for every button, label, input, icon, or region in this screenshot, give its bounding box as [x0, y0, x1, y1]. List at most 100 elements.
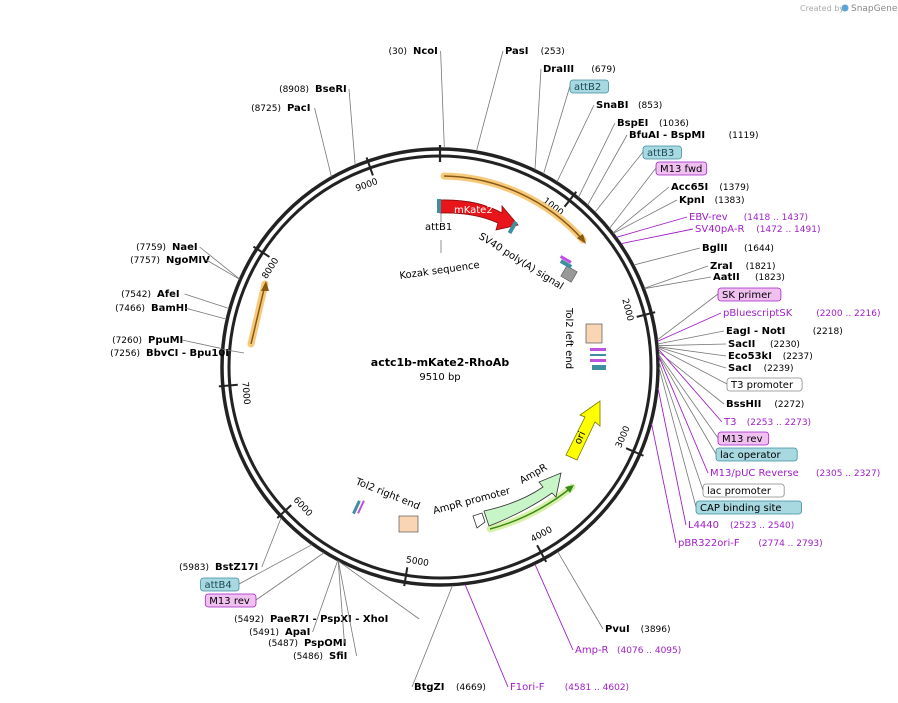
leader-line: [657, 343, 727, 347]
leader-line: [658, 355, 717, 455]
amp-orf-arc-arrow: [489, 486, 573, 530]
site-position: (5983): [179, 563, 209, 573]
site-name: PacI: [287, 103, 310, 114]
leader-line: [594, 151, 644, 213]
tol2-left-label: Tol2 left end: [563, 307, 574, 369]
site-name: SfiI: [329, 651, 347, 662]
leader-line: [657, 330, 725, 345]
sv40-label: SV40 poly(A) signal: [476, 231, 565, 292]
plasmid-length: 9510 bp: [419, 372, 460, 383]
site-name: pBluescriptSK: [723, 308, 793, 319]
ruler-label-4000: 4000: [529, 525, 554, 545]
site-name: SV40pA-R: [695, 224, 744, 235]
feature-box-label: attB2: [574, 82, 601, 93]
feature-box-label: T3 promoter: [730, 380, 794, 391]
site-name: Acc65I: [671, 182, 708, 193]
credit-prefix: Created by: [800, 4, 844, 13]
leader-line: [658, 346, 727, 357]
leader-line: [657, 346, 727, 369]
site-name: BssHII: [726, 399, 761, 410]
leader-line: [476, 50, 504, 152]
site-position: (2272): [774, 400, 804, 410]
feature-box-label: M13 rev: [722, 434, 763, 445]
site-bstz17i: BstZ17I (5983): [179, 562, 258, 573]
snapgene-logo-icon: [841, 4, 849, 12]
ruler-label-9000: 9000: [354, 177, 379, 194]
leader-line: [543, 85, 571, 175]
site-name: NaeI: [172, 242, 198, 253]
leader-line: [337, 560, 420, 620]
site-position: (7542): [121, 290, 151, 300]
site-position: (1383): [715, 196, 745, 206]
ruler-label-7000: 7000: [239, 381, 251, 405]
site-position: (1119): [729, 131, 759, 141]
site-name: BglII: [702, 243, 728, 254]
site-bglii: BglII (1644): [702, 243, 774, 254]
leader-line: [314, 107, 332, 177]
site-position: (1644): [744, 244, 774, 254]
ruler-label-8000: 8000: [261, 256, 282, 281]
site-position: (2218): [813, 327, 843, 337]
site-eco53ki: Eco53kI(2237): [728, 351, 813, 362]
leader-line: [337, 560, 345, 644]
mcs-marker-4: [592, 365, 606, 370]
ruler-label-5000: 5000: [405, 555, 429, 569]
feature-box-attb4: [200, 577, 240, 592]
ruler-label-3000: 3000: [614, 424, 632, 449]
site-name: PspOMI: [304, 638, 346, 649]
site-name: PaeR7I - PspXI - XhoI: [270, 614, 388, 625]
leader-line: [587, 134, 628, 206]
site-position: (253): [541, 47, 565, 57]
orf-arc-top-arrow: [443, 175, 584, 241]
site-acc65i: Acc65I (1379): [671, 182, 749, 193]
site-position: (4581 .. 4602): [565, 683, 629, 693]
leader-line: [651, 423, 677, 544]
site-position: (1379): [719, 183, 749, 193]
site-name: BamHI: [151, 303, 188, 314]
leader-line: [337, 560, 357, 657]
site-bbvci: BbvCI - Bpu10I (7256): [110, 348, 229, 359]
site-position: (2200 .. 2216): [816, 309, 880, 319]
site-snabi: SnaBI(853): [596, 100, 662, 111]
site-btgzi: BtgZI(4669): [414, 682, 486, 693]
m13fwd-marker: [559, 255, 572, 264]
leader-line: [440, 50, 445, 149]
tol2-right-box: [398, 515, 419, 533]
leader-line: [261, 517, 282, 568]
kozak-label: Kozak sequence: [399, 260, 480, 282]
site-position: (30): [389, 47, 407, 57]
feature-box-label: lac promoter: [707, 486, 772, 497]
site-name: pBR322ori-F: [678, 538, 740, 549]
tol2-right-markers: [352, 500, 361, 515]
primer-l4440: L4440(2523 .. 2540): [688, 520, 794, 531]
site-pspomi: PspOMI (5487): [268, 638, 346, 649]
leader-line: [534, 68, 542, 170]
site-position: (2230): [770, 340, 800, 350]
leader-line: [657, 348, 723, 423]
site-position: (5487): [268, 639, 298, 649]
site-ppumi: PpuMI(7260): [112, 335, 183, 346]
ruler-tick-7000: [218, 383, 238, 388]
leader-line: [578, 122, 616, 198]
attb3-marker: [559, 259, 573, 269]
site-bseri: BseRI(8908): [279, 84, 347, 95]
site-position: (7256): [110, 349, 140, 359]
site-name: EagI - NotI: [726, 326, 785, 337]
site-position: (8725): [251, 104, 281, 114]
primer-pbr322ori-f: pBR322ori-F(2774 .. 2793): [678, 538, 823, 549]
site-position: (7466): [115, 304, 145, 314]
site-eagi: EagI - NotI (2218): [726, 326, 843, 337]
site-naei: NaeI(7759): [136, 242, 198, 253]
leader-line: [658, 351, 725, 405]
feature-box-m13-rev: [717, 431, 770, 446]
feature-box-label: SK primer: [722, 290, 772, 301]
orf-arc-top-head: [577, 234, 586, 244]
feature-box-label: M13 fwd: [660, 164, 702, 175]
feature-box-label: attB3: [647, 148, 674, 159]
site-position: (5486): [293, 652, 323, 662]
site-position: (2523 .. 2540): [730, 521, 794, 531]
site-name: BbvCI - Bpu10I: [146, 348, 229, 359]
leader-line: [633, 247, 701, 266]
site-position: (1472 .. 1491): [756, 225, 820, 235]
site-name: BstZ17I: [215, 562, 258, 573]
